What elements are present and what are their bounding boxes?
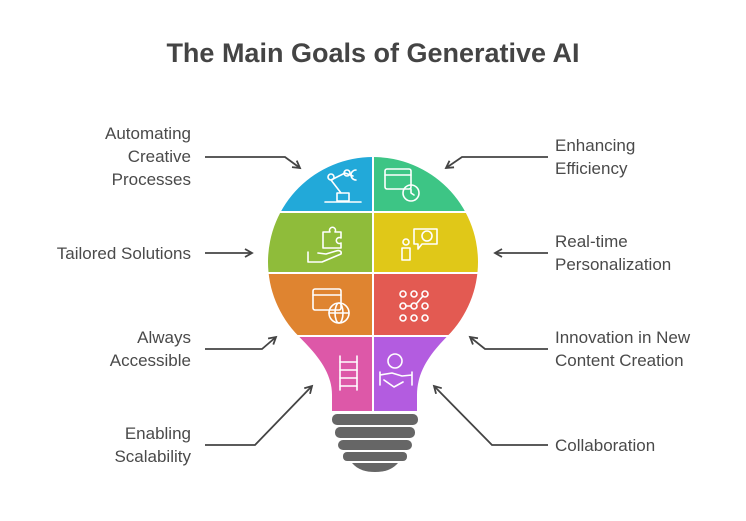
robot-arm-icon bbox=[324, 169, 362, 203]
label-accessible: Always Accessible bbox=[110, 326, 191, 372]
label-line: Enhancing bbox=[555, 136, 636, 155]
label-realtime: Real-time Personalization bbox=[555, 230, 671, 276]
label-line: Real-time bbox=[555, 232, 628, 251]
handshake-globe-icon bbox=[379, 353, 413, 388]
label-enhancing: Enhancing Efficiency bbox=[555, 134, 635, 180]
label-line: Creative bbox=[127, 147, 191, 166]
label-scalability: Enabling Scalability bbox=[114, 422, 191, 468]
ladder-icon bbox=[339, 355, 358, 391]
network-nodes-icon bbox=[399, 290, 429, 322]
arrow-scalability bbox=[205, 384, 314, 446]
arrow-automating bbox=[205, 156, 302, 170]
label-line: Enabling bbox=[124, 424, 191, 443]
label-tailored: Tailored Solutions bbox=[57, 242, 191, 265]
label-innovation: Innovation in New Content Creation bbox=[555, 326, 690, 372]
label-line: Automating bbox=[105, 124, 191, 143]
browser-clock-icon bbox=[384, 168, 420, 202]
hand-puzzle-icon bbox=[307, 226, 342, 263]
segment-accessible bbox=[268, 274, 372, 335]
segment-innovation bbox=[374, 274, 479, 335]
arrow-collaboration bbox=[432, 384, 548, 446]
label-collaboration: Collaboration bbox=[555, 434, 655, 457]
segment-enhancing bbox=[374, 157, 479, 211]
label-line: Always bbox=[137, 328, 191, 347]
label-line: Tailored Solutions bbox=[56, 244, 191, 263]
person-chat-clock-icon bbox=[401, 228, 438, 261]
arrows bbox=[205, 156, 548, 446]
label-line: Efficiency bbox=[555, 159, 628, 178]
segment-collaboration bbox=[374, 337, 479, 411]
segment-tailored bbox=[268, 213, 372, 272]
label-line: Processes bbox=[111, 170, 191, 189]
arrow-enhancing bbox=[444, 156, 548, 170]
label-automating: Automating Creative Processes bbox=[105, 122, 191, 191]
segment-scalability bbox=[268, 337, 372, 411]
label-line: Content Creation bbox=[555, 351, 684, 370]
label-line: Scalability bbox=[114, 447, 191, 466]
bulb-base bbox=[332, 414, 418, 472]
segment-realtime bbox=[374, 213, 479, 272]
label-line: Innovation in New bbox=[555, 328, 691, 347]
browser-globe-icon bbox=[312, 288, 350, 324]
arrow-accessible bbox=[205, 335, 278, 350]
label-line: Accessible bbox=[109, 351, 191, 370]
label-line: Personalization bbox=[555, 255, 672, 274]
page-title: The Main Goals of Generative AI bbox=[166, 38, 580, 68]
label-line: Collaboration bbox=[555, 436, 656, 455]
arrow-innovation bbox=[468, 335, 548, 350]
